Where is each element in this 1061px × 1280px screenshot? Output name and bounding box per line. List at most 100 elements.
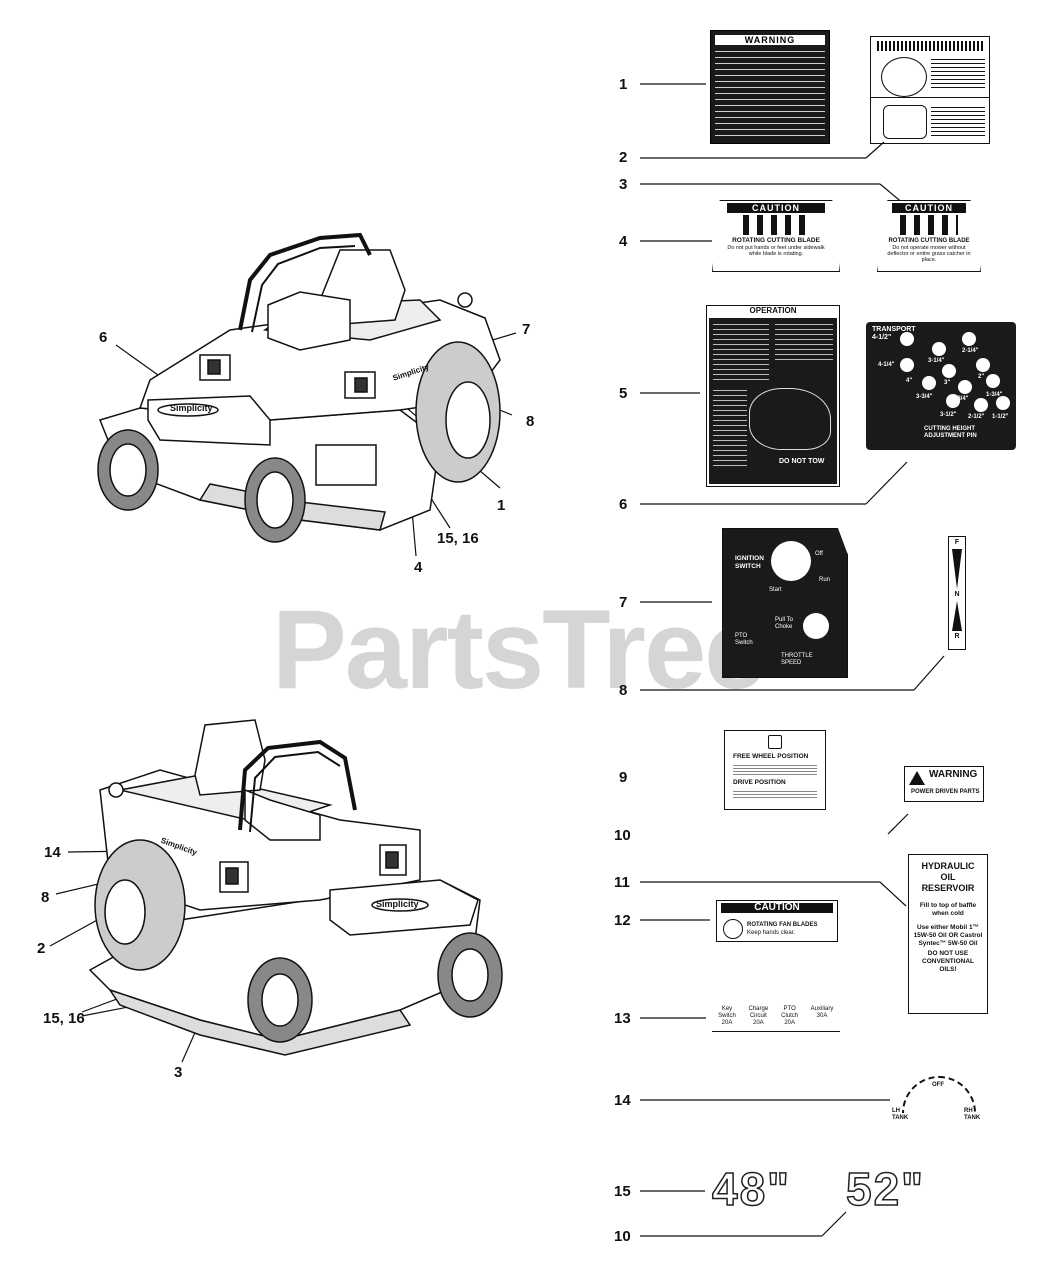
decal-4-caution-title: CAUTION bbox=[727, 203, 825, 213]
decal-10-warning: WARNING POWER DRIVEN PARTS bbox=[904, 766, 984, 802]
decal-6-h3: 3" bbox=[944, 380, 951, 386]
callout-top-7: 7 bbox=[522, 321, 531, 338]
decal-4-caution-left: CAUTION ROTATING CUTTING BLADE Do not pu… bbox=[712, 200, 840, 272]
callout-5: 5 bbox=[619, 385, 628, 402]
callout-top-1: 1 bbox=[497, 497, 506, 514]
decal-14-rh: RH TANK bbox=[964, 1108, 981, 1121]
callout-1: 1 bbox=[619, 76, 628, 93]
decal-6-h8: 1-3/4" bbox=[986, 392, 1003, 398]
callout-top-4: 4 bbox=[414, 559, 423, 576]
fan-icon bbox=[723, 919, 743, 939]
decal-7-choke-circle bbox=[803, 613, 829, 639]
decal-7-throttle: THROTTLE SPEED bbox=[781, 653, 813, 666]
decal-11-dont: DO NOT USE CONVENTIONAL OILS! bbox=[922, 950, 974, 973]
decal-5-operation: OPERATION DO NOT TOW bbox=[706, 305, 840, 487]
decal-14-lh: LH TANK bbox=[892, 1108, 909, 1121]
decal-10-size-52: 52" bbox=[845, 1162, 925, 1216]
decal-8-n: N bbox=[954, 591, 960, 598]
decal-9-drive-title: DRIVE POSITION bbox=[733, 779, 786, 786]
decal-2 bbox=[870, 36, 990, 144]
decal-6-h11: 1-1/2" bbox=[992, 414, 1009, 420]
decal-12-title: CAUTION bbox=[721, 903, 833, 913]
callout-3: 3 bbox=[619, 176, 628, 193]
mower-top-brand: Simplicity bbox=[170, 403, 213, 413]
callout-bottom-3: 3 bbox=[174, 1064, 183, 1081]
callout-11: 11 bbox=[614, 874, 630, 891]
callout-bottom-2: 2 bbox=[37, 940, 46, 957]
decal-4-text: Do not put hands or feet under sidewalk … bbox=[727, 245, 825, 257]
decal-6-h4: 4" bbox=[906, 378, 913, 384]
callout-bottom-8: 8 bbox=[41, 889, 50, 906]
decal-1-title: WARNING bbox=[715, 35, 825, 45]
decal-11-hydraulic: HYDRAULIC OIL RESERVOIR Fill to top of b… bbox=[908, 854, 988, 1014]
decal-15-size-48: 48" bbox=[711, 1162, 791, 1216]
decal-7-off: Off bbox=[815, 551, 823, 557]
decal-6-h5: 2" bbox=[978, 374, 985, 380]
decal-7-run: Run bbox=[819, 577, 831, 583]
decal-1-warning: WARNING bbox=[710, 30, 830, 144]
decal-11-fill: Fill to top of baffle when cold bbox=[919, 902, 977, 917]
decal-11-use: Use either Mobil 1™ 15W-50 Oil OR Castro… bbox=[913, 924, 983, 947]
callout-top-8: 8 bbox=[526, 413, 535, 430]
mower-top-illustration bbox=[97, 232, 501, 543]
decal-9-free-wheel: FREE WHEEL POSITION DRIVE POSITION bbox=[724, 730, 826, 810]
decal-3-rotating: ROTATING CUTTING BLADE bbox=[888, 238, 970, 244]
decal-12-caution-fan: CAUTION ROTATING FAN BLADES Keep hands c… bbox=[716, 900, 838, 942]
callout-14: 14 bbox=[614, 1092, 631, 1109]
decal-9-free-title: FREE WHEEL POSITION bbox=[733, 753, 809, 760]
callout-12: 12 bbox=[614, 912, 631, 929]
fuse-auxiliary: Auxiliary 30A bbox=[810, 1006, 834, 1019]
callout-bottom-14: 14 bbox=[44, 844, 61, 861]
decal-6-h2: 4-1/4" bbox=[878, 362, 895, 368]
decal-7-ignition-label: IGNITION SWITCH bbox=[735, 555, 764, 570]
decal-6-h1: 2-1/4" bbox=[962, 348, 979, 354]
callout-top-15-16: 15, 16 bbox=[437, 530, 479, 547]
decal-5-do-not-tow: DO NOT TOW bbox=[779, 458, 825, 465]
decal-6-h7: 2-3/4" bbox=[952, 396, 969, 402]
fuse-pto-clutch: PTO Clutch 20A bbox=[781, 1006, 799, 1026]
callout-4: 4 bbox=[619, 233, 628, 250]
decal-4-rotating: ROTATING CUTTING BLADE bbox=[732, 237, 820, 244]
callout-8: 8 bbox=[619, 682, 628, 699]
decal-14-fuel-selector: OFF LH TANK RH TANK bbox=[892, 1072, 984, 1128]
decal-3-caution-right: CAUTION ROTATING CUTTING BLADE Do not op… bbox=[877, 200, 981, 272]
decal-12-rotating: ROTATING FAN BLADES bbox=[747, 922, 818, 928]
decal-6-h6: 3-3/4" bbox=[916, 394, 933, 400]
warning-triangle-icon bbox=[909, 771, 925, 785]
decal-6-cut-label: CUTTING HEIGHT ADJUSTMENT PIN bbox=[924, 426, 977, 439]
decal-7-ignition: IGNITION SWITCH Off Run Start Pull To Ch… bbox=[722, 528, 848, 678]
decal-7-start: Start bbox=[769, 587, 782, 593]
decal-14-off: OFF bbox=[932, 1082, 944, 1088]
decal-13-fuses: Key Switch 20A Charge Circuit 20A PTO Cl… bbox=[712, 1006, 840, 1032]
nut-icon bbox=[768, 735, 782, 749]
decal-3-caution-title: CAUTION bbox=[892, 203, 966, 213]
decal-10-text: POWER DRIVEN PARTS bbox=[911, 789, 980, 795]
callout-10: 10 bbox=[614, 827, 631, 844]
mower-bottom-illustration bbox=[88, 719, 503, 1056]
callout-2: 2 bbox=[619, 149, 628, 166]
fuse-key-switch: Key Switch 20A bbox=[718, 1006, 736, 1026]
callout-9: 9 bbox=[619, 769, 628, 786]
decal-7-pull-choke: Pull To Choke bbox=[775, 617, 793, 630]
decal-8-r: R bbox=[954, 633, 960, 640]
decal-6-transport-height: 4-1/2" bbox=[872, 334, 892, 341]
decal-12-keep: Keep hands clear. bbox=[747, 930, 796, 936]
decal-6-h0: 3-1/4" bbox=[928, 358, 945, 364]
decal-5-title: OPERATION bbox=[749, 306, 797, 315]
decal-6-transport: TRANSPORT 4-1/2" 3-1/4" 2-1/4" 4-1/4" 3"… bbox=[866, 322, 1016, 450]
callout-6: 6 bbox=[619, 496, 628, 513]
decal-11-title: HYDRAULIC OIL RESERVOIR bbox=[921, 861, 975, 893]
decal-8-fnr: F N R bbox=[948, 536, 966, 650]
callout-10-b: 10 bbox=[614, 1228, 631, 1245]
decal-8-f: F bbox=[954, 539, 960, 546]
decal-7-pto: PTO Switch bbox=[735, 633, 753, 646]
decal-6-h9: 3-1/2" bbox=[940, 412, 957, 418]
callout-15: 15 bbox=[614, 1183, 631, 1200]
callout-bottom-15-16: 15, 16 bbox=[43, 1010, 85, 1027]
decal-6-h10: 2-1/2" bbox=[968, 414, 985, 420]
callout-top-6: 6 bbox=[99, 329, 108, 346]
decal-10-title: WARNING bbox=[929, 769, 978, 780]
mower-bottom-brand: Simplicity bbox=[376, 899, 419, 909]
decal-6-transport-label: TRANSPORT bbox=[872, 326, 916, 333]
